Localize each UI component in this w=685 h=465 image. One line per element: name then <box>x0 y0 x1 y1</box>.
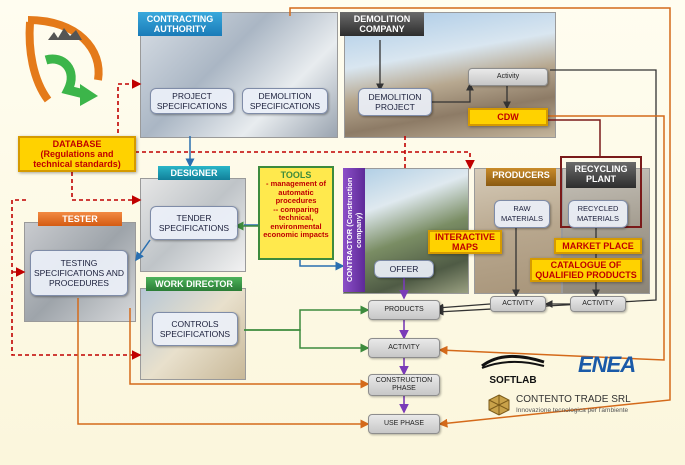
producers-header: PRODUCERS <box>486 168 556 186</box>
interactive-maps-box[interactable]: INTERACTIVE MAPS <box>428 230 502 254</box>
recycling-plant-header: RECYCLING PLANT <box>566 162 636 188</box>
demolition-company-header: DEMOLITION COMPANY <box>340 12 424 36</box>
construction-phase-box[interactable]: CONSTRUCTION PHASE <box>368 374 440 396</box>
project-logo-icon <box>25 16 103 106</box>
recycled-materials-box[interactable]: RECYCLED MATERIALS <box>568 200 628 228</box>
controls-specifications-box[interactable]: CONTROLS SPECIFICATIONS <box>152 312 238 346</box>
use-phase-box[interactable]: USE PHASE <box>368 414 440 434</box>
activity-box[interactable]: ACTIVITY <box>368 338 440 358</box>
contractor-label-bar: CONTRACTOR (Construction company) <box>343 168 365 292</box>
demolition-specifications-box[interactable]: DEMOLITION SPECIFICATIONS <box>242 88 328 114</box>
contento-tagline: Innovazione tecnologica per l'ambiente <box>516 407 629 414</box>
softlab-text: SOFTLAB <box>489 375 537 386</box>
market-place-box[interactable]: MARKET PLACE <box>554 238 642 254</box>
demolition-activity-box[interactable]: Activity <box>468 68 548 86</box>
testing-specifications-box[interactable]: TESTING SPECIFICATIONS AND PROCEDURES <box>30 250 128 296</box>
tender-specifications-box[interactable]: TENDER SPECIFICATIONS <box>150 206 238 240</box>
contento-name: CONTENTO TRADE SRL <box>516 394 631 405</box>
designer-header: DESIGNER <box>158 166 230 180</box>
tools-box[interactable]: TOOLS - management of automatic procedur… <box>258 166 334 260</box>
offer-box[interactable]: OFFER <box>374 260 434 278</box>
database-dashed-links <box>11 79 475 360</box>
tester-header: TESTER <box>38 212 122 226</box>
recycling-activity-box[interactable]: ACTIVITY <box>570 296 626 312</box>
contracting-authority-header: CONTRACTING AUTHORITY <box>138 12 222 36</box>
softlab-wave-icon <box>481 354 545 369</box>
contento-logo: CONTENTO TRADE SRL Innovazione tecnologi… <box>488 392 658 420</box>
database-box[interactable]: DATABASE (Regulations and technical stan… <box>18 136 136 172</box>
database-subtitle: (Regulations and technical standards) <box>33 149 121 169</box>
catalogue-box[interactable]: CATALOGUE OF QUALIFIED PRODUCTS <box>530 258 642 282</box>
raw-materials-box[interactable]: RAW MATERIALS <box>494 200 550 228</box>
tools-line-1: - management of automatic procedures <box>265 179 326 205</box>
database-title: DATABASE <box>52 139 102 149</box>
tools-title: TOOLS <box>280 170 312 180</box>
contento-cube-icon <box>488 394 510 416</box>
enea-logo: ENEA <box>578 352 636 377</box>
products-box[interactable]: PRODUCTS <box>368 300 440 320</box>
project-specifications-box[interactable]: PROJECT SPECIFICATIONS <box>150 88 234 114</box>
contractor-label: CONTRACTOR (Construction company) <box>345 177 363 283</box>
softlab-logo: SOFTLAB <box>478 352 548 386</box>
demolition-project-box[interactable]: DEMOLITION PROJECT <box>358 88 432 116</box>
producers-activity-box[interactable]: ACTIVITY <box>490 296 546 312</box>
tools-line-2: -- comparing technical, environmental ec… <box>263 204 329 239</box>
work-director-header: WORK DIRECTOR <box>146 277 242 291</box>
cdw-box[interactable]: CDW <box>468 108 548 126</box>
